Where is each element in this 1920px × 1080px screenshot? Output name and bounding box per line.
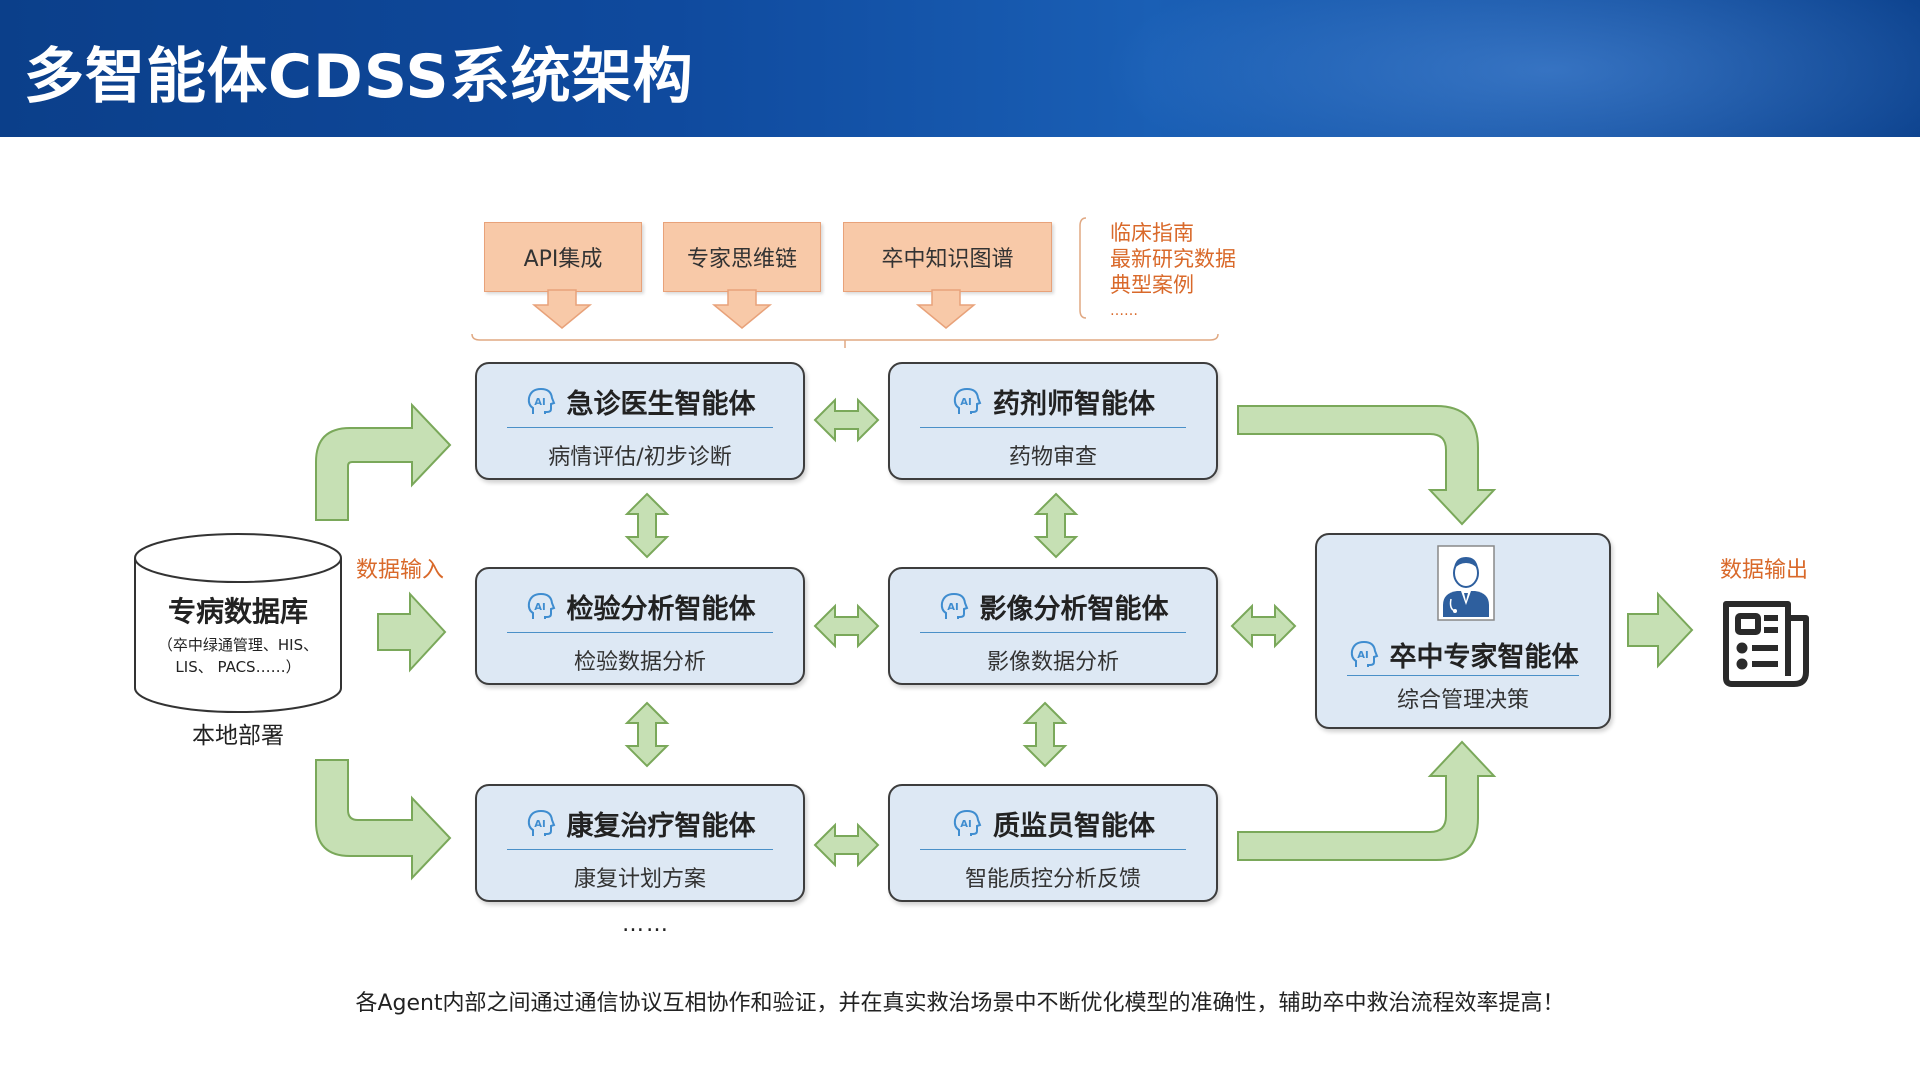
agent-imaging-analysis: AI 影像分析智能体 影像数据分析 [888,567,1218,685]
arrow-lab-imaging [813,603,880,649]
database-detail-line1: （卒中绿通管理、HIS、 [157,636,319,654]
note-research: 最新研究数据 [1110,247,1236,271]
ai-head-icon: AI [527,592,555,619]
arrow-expert-to-output [1627,591,1694,669]
ai-head-icon: AI [953,809,982,836]
note-cases: 典型案例 [1110,273,1194,297]
agent-imaging-title: 影像分析智能体 [979,594,1169,625]
agent-pharmacist: AI 药剂师智能体 药物审查 [888,362,1218,480]
arrow-pharmacist-to-expert [1237,405,1497,526]
arrow-emergency-pharmacist [813,397,880,443]
svg-text:AI: AI [960,397,971,408]
arrow-db-to-rehab [315,759,452,881]
agent-imaging-sub: 影像数据分析 [986,650,1119,675]
more-agents-ellipsis: …… [622,912,670,937]
arrow-db-to-lab [377,591,447,673]
agent-emergency-sub: 病情评估/初步诊断 [548,445,732,470]
source-arrow-3 [915,289,977,329]
data-output-label: 数据输出 [1720,558,1809,583]
source-knowledge-graph: 卒中知识图谱 [843,222,1052,292]
ai-head-icon: AI [1350,640,1378,667]
footer-note: 各Agent内部之间通过通信协议互相协作和验证，并在真实救治场景中不断优化模型的… [355,991,1565,1016]
source-knowledge-graph-label: 卒中知识图谱 [881,247,1014,272]
agent-pharmacist-title: 药剂师智能体 [993,389,1155,420]
doctor-avatar-icon [1437,545,1495,621]
agent-quality-control: AI 质监员智能体 智能质控分析反馈 [888,784,1218,902]
database-detail-line2: LIS、 PACS……） [175,658,301,676]
agent-rehab-therapy: AI 康复治疗智能体 康复计划方案 [475,784,805,902]
ai-head-icon: AI [940,592,968,619]
svg-text:AI: AI [960,819,971,830]
page-title: 多智能体CDSS系统架构 [24,42,694,112]
svg-text:AI: AI [947,602,958,613]
database-detail: （卒中绿通管理、HIS、 LIS、 PACS……） [140,634,336,678]
arrow-imaging-qc [1022,701,1068,768]
arrow-db-to-emergency [315,402,452,521]
agent-lab-analysis: AI 检验分析智能体 检验数据分析 [475,567,805,685]
svg-text:AI: AI [534,819,545,830]
agent-lab-title: 检验分析智能体 [566,594,756,625]
arrow-pharmacist-imaging [1033,492,1079,559]
source-expert-chain: 专家思维链 [663,222,821,292]
agent-expert-title: 卒中专家智能体 [1389,642,1579,673]
svg-text:AI: AI [534,602,545,613]
source-api: API集成 [484,222,642,292]
header-banner: 多智能体CDSS系统架构 [0,0,1920,137]
ai-head-icon: AI [953,387,982,414]
arrow-qc-to-expert [1237,740,1497,861]
arrow-emergency-lab [624,492,670,559]
source-api-label: API集成 [523,247,603,272]
source-arrow-2 [711,289,773,329]
source-notes: 临床指南 最新研究数据 典型案例 …… [1110,220,1236,324]
agent-pharmacist-sub: 药物审查 [1008,445,1097,470]
svg-text:AI: AI [534,397,545,408]
arrow-rehab-qc [813,822,880,868]
agent-rehab-title: 康复治疗智能体 [566,811,756,842]
agent-expert-sub: 综合管理决策 [1396,688,1529,713]
agent-stroke-expert: AI 卒中专家智能体 综合管理决策 [1315,533,1611,729]
agent-rehab-sub: 康复计划方案 [573,867,706,892]
report-document-icon [1723,601,1809,687]
source-bracket-bottom [471,333,1219,341]
agent-emergency-doctor: AI 急诊医生智能体 病情评估/初步诊断 [475,362,805,480]
agent-emergency-title: 急诊医生智能体 [566,389,756,420]
source-arrow-1 [531,289,593,329]
ai-head-icon: AI [527,809,555,836]
database-cylinder-icon [134,533,342,713]
arrow-lab-rehab [624,701,670,768]
svg-text:AI: AI [1357,650,1368,661]
source-bracket-side [1079,217,1087,319]
arrow-imaging-expert [1230,603,1297,649]
note-guideline: 临床指南 [1110,221,1194,245]
database-caption: 本地部署 [192,723,284,749]
agent-qc-title: 质监员智能体 [993,811,1155,842]
data-input-label: 数据输入 [356,558,445,583]
agent-qc-sub: 智能质控分析反馈 [964,867,1141,892]
source-expert-chain-label: 专家思维链 [686,247,797,272]
ai-head-icon: AI [527,387,555,414]
database-title: 专病数据库 [167,595,308,628]
note-more: …… [1110,303,1138,319]
agent-lab-sub: 检验数据分析 [573,650,706,675]
